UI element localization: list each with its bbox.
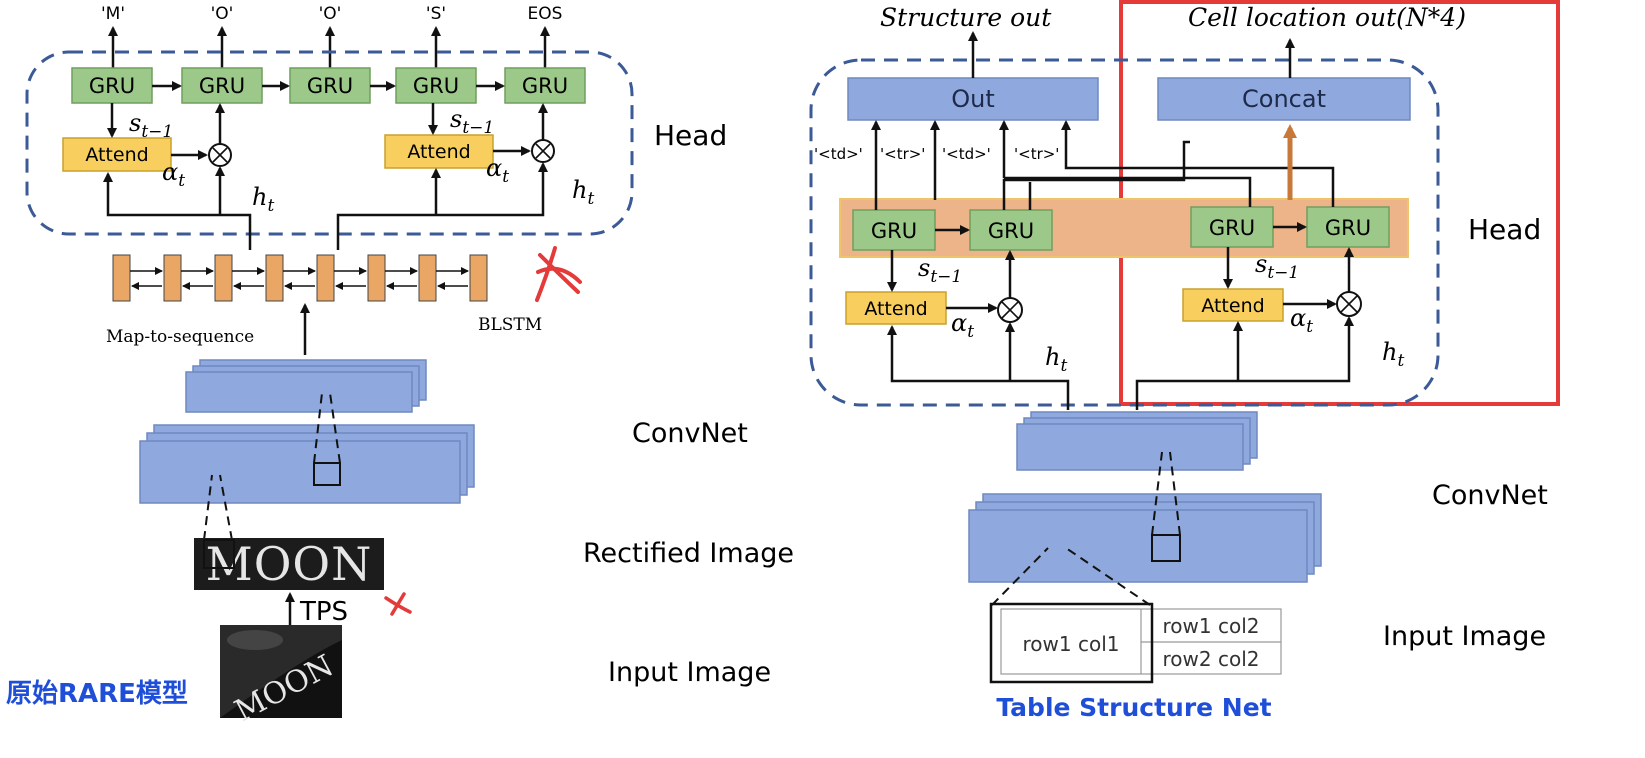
h-label: ht: [1045, 343, 1067, 376]
right-caption: Table Structure Net: [996, 693, 1271, 722]
gru-label: GRU: [1325, 216, 1371, 240]
alpha-label: αt: [951, 309, 974, 342]
gru-box: [289, 67, 371, 104]
gru-box: [395, 67, 477, 104]
concat-box: [1157, 77, 1411, 121]
left-feature-feed: [103, 162, 548, 250]
left-input-label: Input Image: [608, 657, 771, 688]
attend-box: [384, 134, 494, 169]
gru-label: GRU: [199, 74, 245, 98]
gru-box: [969, 209, 1053, 251]
gru-label: GRU: [89, 74, 135, 98]
table-cell: row1 col1: [1023, 632, 1120, 656]
s-label: st−1: [450, 105, 494, 138]
gru-box: [504, 67, 586, 104]
concat-label: Concat: [1242, 85, 1326, 113]
attend-label: Attend: [864, 298, 927, 320]
right-convnet-bottom: [968, 493, 1322, 583]
alpha-label: αt: [1290, 304, 1313, 337]
left-caption: 原始RARE模型: [6, 679, 188, 709]
s-label: st−1: [1255, 250, 1299, 283]
attend-label: Attend: [85, 144, 148, 166]
table-input-image: row1 col1 row1 col2 row2 col2: [989, 602, 1282, 684]
right-convnet-top: [1016, 411, 1258, 471]
right-head-label: Head: [1468, 213, 1541, 246]
h-label: ht: [252, 183, 274, 216]
gru-box: [1190, 206, 1274, 248]
map-to-sequence-label: Map-to-sequence: [106, 327, 254, 347]
input-image: MOON: [220, 625, 342, 729]
blstm-label: BLSTM: [478, 315, 542, 335]
receptive-field-box: [1151, 534, 1181, 562]
rectified-image-label: Rectified Image: [583, 538, 794, 569]
multiply-icon: [997, 297, 1023, 323]
s-label: st−1: [918, 254, 962, 287]
tps-label: TPS: [299, 597, 348, 627]
left-head-dashed-box: [25, 50, 634, 236]
token-label: '<tr>': [1014, 145, 1059, 163]
table-cell: row1 col2: [1163, 614, 1260, 638]
gru-label: GRU: [988, 219, 1034, 243]
left-convnet-top: [185, 359, 427, 413]
out-box: [847, 77, 1099, 121]
left-convnet-label: ConvNet: [632, 418, 748, 449]
rectified-image: MOON: [194, 537, 384, 591]
attend-box: [845, 291, 947, 325]
right-feature-feed: [887, 316, 1354, 410]
alpha-label: αt: [486, 154, 509, 187]
left-output-label: 'S': [426, 4, 446, 24]
gru-label: GRU: [871, 219, 917, 243]
blstm-sequence: [112, 254, 488, 302]
gru-to-out-connections: [871, 120, 1335, 210]
left-head-label: Head: [654, 119, 727, 152]
multiply-icon: [531, 139, 555, 163]
left-output-label: EOS: [528, 4, 563, 24]
attend-label: Attend: [1201, 295, 1264, 317]
right-convnet-label: ConvNet: [1432, 480, 1548, 511]
structure-out-label: Structure out: [880, 3, 1052, 32]
receptive-field-box: [313, 462, 341, 486]
attend-label: Attend: [407, 141, 470, 163]
left-output-label: 'O': [211, 4, 234, 24]
out-label: Out: [951, 85, 995, 113]
alpha-label: αt: [162, 158, 185, 191]
gru-label: GRU: [522, 74, 568, 98]
token-label: '<td>': [814, 145, 863, 163]
left-output-label: 'O': [319, 4, 342, 24]
right-diagram: Structure out Cell location out(N*4) Out…: [809, 0, 1560, 722]
h-label: ht: [572, 176, 594, 209]
left-gru-row: GRU GRU GRU GRU GRU: [71, 67, 586, 104]
cell-location-out-label: Cell location out(N*4): [1188, 3, 1466, 32]
multiply-icon: [1336, 291, 1362, 317]
table-cell: row2 col2: [1163, 647, 1260, 671]
s-label: st−1: [129, 109, 173, 142]
gru-label: GRU: [413, 74, 459, 98]
right-head-dashed-box: [809, 58, 1440, 407]
multiply-icon: [208, 143, 232, 167]
gru-label: GRU: [1209, 216, 1255, 240]
left-output-label: 'M': [101, 4, 125, 24]
left-diagram: 'M' 'O' 'O' 'S' EOS GRU GRU GRU GRU GRU: [6, 4, 794, 729]
red-cross-mark: [535, 246, 582, 302]
token-label: '<tr>': [880, 145, 925, 163]
svg-text:MOON: MOON: [206, 537, 373, 591]
right-input-label: Input Image: [1383, 621, 1546, 652]
token-label: '<td>': [942, 145, 991, 163]
gru-label: GRU: [307, 74, 353, 98]
h-label: ht: [1382, 338, 1404, 371]
left-output-arrows: [108, 26, 550, 68]
left-convnet-bottom: [139, 424, 475, 504]
red-cross-mark: [384, 592, 412, 616]
